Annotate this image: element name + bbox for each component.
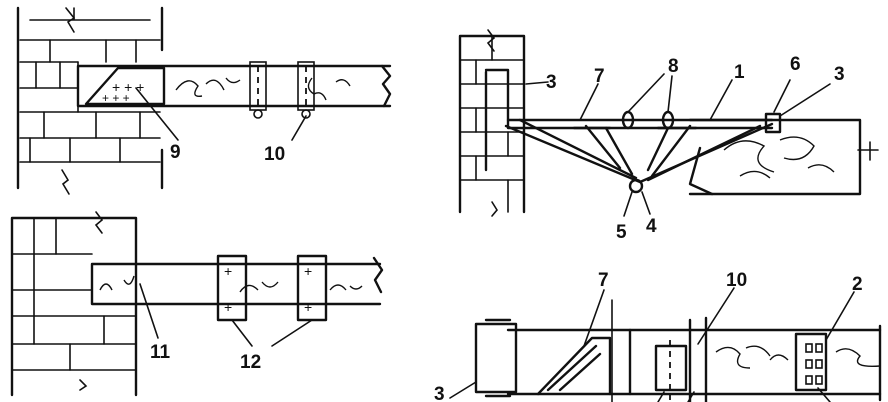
panel-top-right: 3 7 8 1 6 3 5 4 [458, 29, 879, 243]
panel-bottom-right: 3 7 10 2 [434, 270, 882, 402]
callout-5: 5 [616, 222, 627, 243]
callout-10b: 10 [726, 270, 747, 291]
brick-wall-top-right [458, 29, 526, 217]
svg-text:+: + [224, 299, 232, 315]
callout-12: 12 [240, 352, 261, 373]
svg-text:+ + +: + + + [102, 91, 130, 105]
callout-1: 1 [734, 62, 745, 83]
brick-wall-top-left [16, 6, 164, 195]
panel-bottom-left: + + + + 11 12 [10, 211, 384, 397]
timber-end-top-right [688, 118, 879, 196]
svg-text:+: + [304, 299, 312, 315]
callout-7-bottom: 7 [598, 270, 609, 291]
svg-text:+ + +: + + + [112, 79, 144, 95]
truss-assembly [504, 110, 782, 194]
callout-3-bottom: 3 [434, 384, 445, 402]
callout-8: 8 [668, 56, 679, 77]
svg-text:+: + [224, 263, 232, 279]
callout-10a: 10 [264, 144, 285, 165]
callout-3-right: 3 [834, 64, 845, 85]
wooden-beam-bottom-left: + + + + [90, 254, 384, 322]
callout-6: 6 [790, 54, 801, 75]
svg-text:+: + [304, 263, 312, 279]
callout-7-top: 7 [594, 66, 605, 87]
anchor-plate [764, 112, 782, 134]
panel-top-left: + + + + + + 9 10 [16, 6, 392, 195]
callout-3-left: 3 [546, 72, 557, 93]
brick-wall-bottom-left [10, 211, 138, 397]
beam-plan [506, 299, 882, 402]
callout-4: 4 [646, 216, 657, 237]
callout-11: 11 [150, 342, 171, 363]
bottom-node [628, 178, 644, 194]
callout-9: 9 [170, 142, 181, 163]
wooden-beam-top-left: + + + + + + [76, 61, 392, 119]
callout-2: 2 [852, 274, 863, 295]
end-block [474, 322, 518, 394]
